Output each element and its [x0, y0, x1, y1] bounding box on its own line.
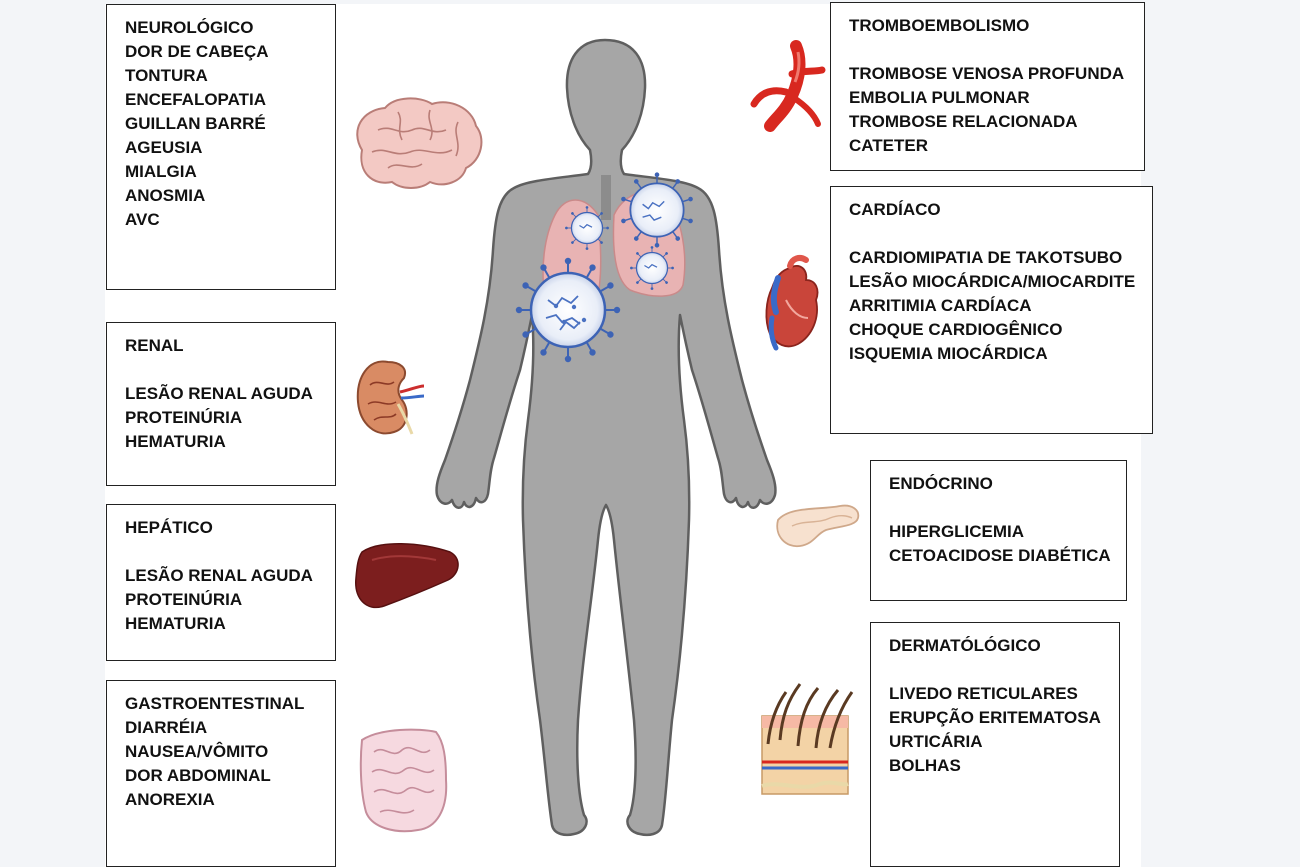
- intestine-icon: [359, 728, 448, 833]
- list-item: LESÃO MIOCÁRDICA/MIOCARDITE: [849, 272, 1136, 291]
- list-item: CATETER: [849, 136, 929, 155]
- cardiac-box: CARDÍACO CARDIOMIPATIA DE TAKOTSUBO LESÃ…: [830, 186, 1153, 434]
- box-title: CARDÍACO: [849, 200, 941, 219]
- list-item: NAUSEA/VÔMITO: [125, 742, 269, 761]
- kidney-icon: [356, 360, 425, 435]
- list-item: LESÃO RENAL AGUDA: [125, 566, 313, 585]
- list-item: EMBOLIA PULMONAR: [849, 88, 1030, 107]
- list-item: URTICÁRIA: [889, 732, 983, 751]
- thromboembolism-box: TROMBOEMBOLISMO TROMBOSE VENOSA PROFUNDA…: [830, 2, 1145, 171]
- list-item: DIARRÉIA: [125, 718, 208, 737]
- liver-icon: [355, 543, 459, 609]
- list-item: PROTEINÚRIA: [125, 590, 243, 609]
- endocrine-box: ENDÓCRINO HIPERGLICEMIA CETOACIDOSE DIAB…: [870, 460, 1127, 601]
- box-title: GASTROENTESTINAL: [125, 694, 305, 713]
- list-item: HEMATURIA: [125, 432, 226, 451]
- list-item: CARDIOMIPATIA DE TAKOTSUBO: [849, 248, 1123, 267]
- list-item: AGEUSIA: [125, 138, 203, 157]
- list-item: TONTURA: [125, 66, 208, 85]
- virus-icon: [514, 171, 695, 364]
- list-item: LIVEDO RETICULARES: [889, 684, 1078, 703]
- box-title: TROMBOEMBOLISMO: [849, 16, 1030, 35]
- box-title: HEPÁTICO: [125, 518, 213, 537]
- gastrointestinal-box: GASTROENTESTINAL DIARRÉIA NAUSEA/VÔMITO …: [106, 680, 336, 867]
- list-item: ARRITIMIA CARDÍACA: [849, 296, 1032, 315]
- renal-box: RENAL LESÃO RENAL AGUDA PROTEINÚRIA HEMA…: [106, 322, 336, 486]
- human-body-icon: [435, 38, 777, 837]
- box-title: ENDÓCRINO: [889, 474, 993, 493]
- heart-icon: [765, 255, 819, 351]
- skin-icon: [761, 683, 854, 795]
- list-item: LESÃO RENAL AGUDA: [125, 384, 313, 403]
- neurologic-box: NEUROLÓGICO DOR DE CABEÇA TONTURA ENCEFA…: [106, 4, 336, 290]
- list-item: DOR DE CABEÇA: [125, 42, 269, 61]
- list-item: ERUPÇÃO ERITEMATOSA: [889, 708, 1101, 727]
- list-item: TROMBOSE RELACIONADA: [849, 112, 1078, 131]
- box-title: DERMATÓLÓGICO: [889, 636, 1041, 655]
- list-item: HEMATURIA: [125, 614, 226, 633]
- list-item: BOLHAS: [889, 756, 961, 775]
- hepatic-box: HEPÁTICO LESÃO RENAL AGUDA PROTEINÚRIA H…: [106, 504, 336, 661]
- box-title: NEUROLÓGICO: [125, 18, 254, 37]
- list-item: MIALGIA: [125, 162, 197, 181]
- brain-icon: [356, 97, 483, 189]
- list-item: PROTEINÚRIA: [125, 408, 243, 427]
- list-item: ISQUEMIA MIOCÁRDICA: [849, 344, 1048, 363]
- box-title: RENAL: [125, 336, 184, 355]
- pancreas-icon: [776, 504, 860, 548]
- list-item: CETOACIDOSE DIABÉTICA: [889, 546, 1111, 565]
- list-item: AVC: [125, 210, 160, 229]
- list-item: CHOQUE CARDIOGÊNICO: [849, 320, 1063, 339]
- list-item: DOR ABDOMINAL: [125, 766, 271, 785]
- list-item: ANOREXIA: [125, 790, 215, 809]
- list-item: ANOSMIA: [125, 186, 206, 205]
- dermatologic-box: DERMATÓLÓGICO LIVEDO RETICULARES ERUPÇÃO…: [870, 622, 1120, 867]
- list-item: GUILLAN BARRÉ: [125, 114, 266, 133]
- list-item: HIPERGLICEMIA: [889, 522, 1025, 541]
- list-item: TROMBOSE VENOSA PROFUNDA: [849, 64, 1125, 83]
- blood-vessel-icon: [750, 40, 826, 132]
- list-item: ENCEFALOPATIA: [125, 90, 267, 109]
